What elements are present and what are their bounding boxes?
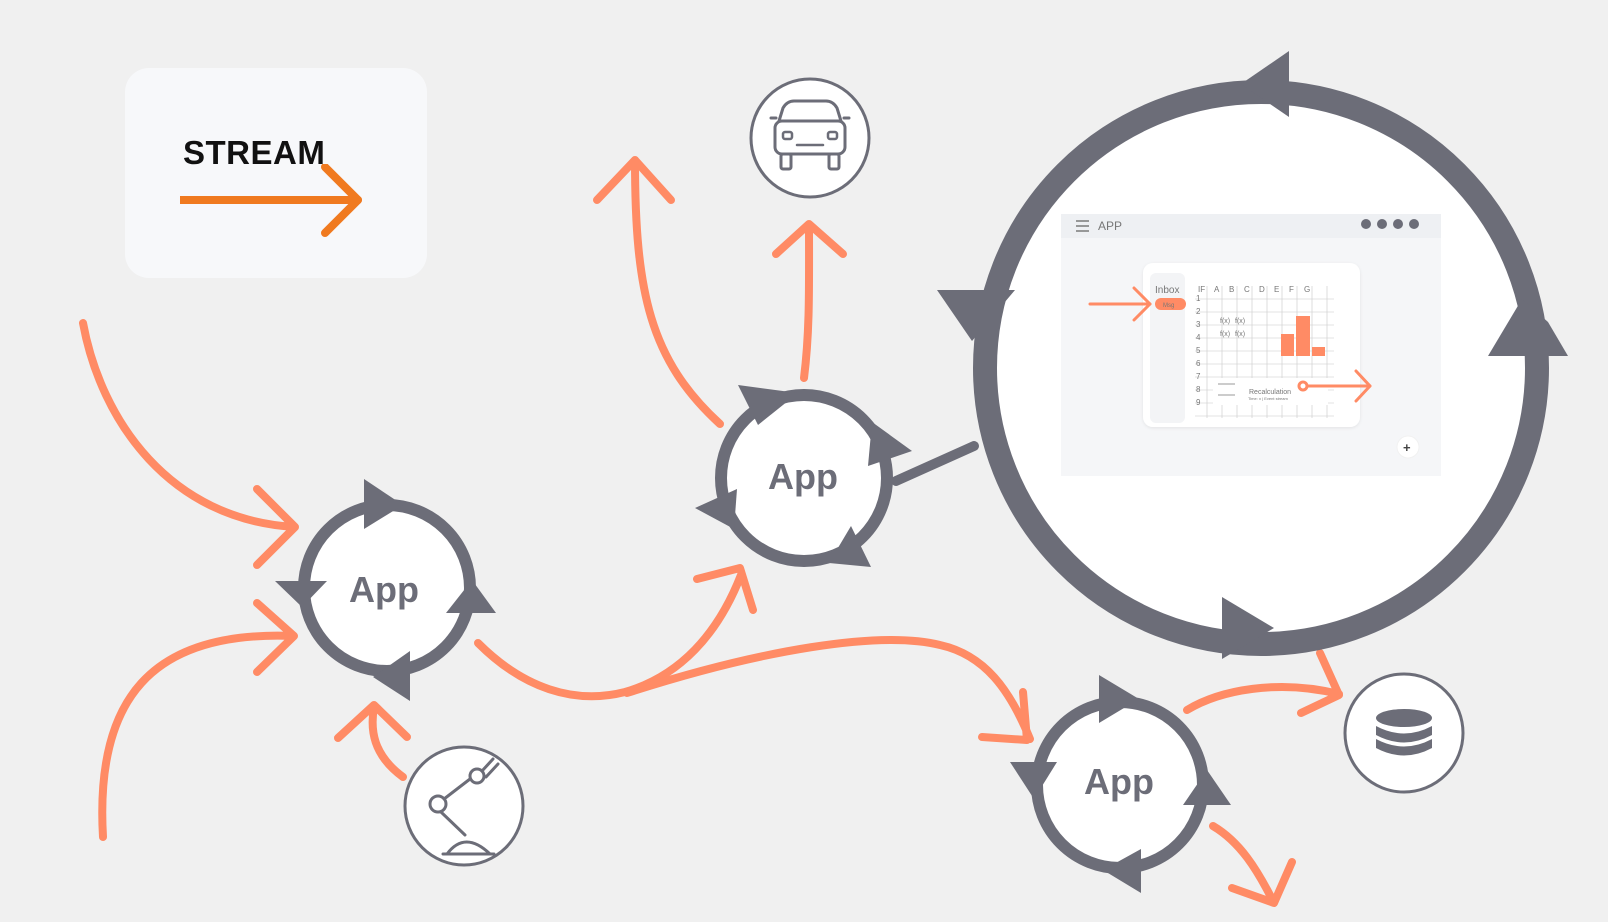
app-node-bottom: App [1010,675,1231,893]
column-header-c: C [1244,285,1250,294]
row-number-3: 3 [1196,320,1201,329]
app-node-middle: App [695,385,912,567]
app-node-left-label: App [349,569,419,610]
connection-line [891,441,979,486]
mini-app-window: APP Inbox Msg [1061,214,1441,476]
column-header-if: IF [1198,285,1205,294]
stream-arrow-to-database [1183,649,1343,717]
car-icon [749,77,871,199]
formula-cell-b4: f(x) [1235,331,1245,338]
robot-arm-icon [403,745,525,867]
column-header-e: E [1274,285,1279,294]
stream-arrow-to-bottom-app [623,636,1034,744]
legend-arrow-icon [180,164,362,237]
mini-app-title: APP [1098,219,1122,233]
stream-arrow-up-car [772,220,847,382]
legend-title: STREAM [183,134,326,171]
column-header-g: G [1304,285,1310,294]
stream-arrow-in-bottom [98,599,298,841]
legend-card: STREAM [125,68,427,278]
row-number-8: 8 [1196,385,1201,394]
formula-cell-a4: f(x) [1220,331,1230,338]
stream-arrow-out-bottom [1209,822,1296,907]
row-number-1: 1 [1196,294,1201,303]
formula-cell-b3: f(x) [1235,318,1245,325]
stream-arrow-up-left [593,156,724,428]
row-number-6: 6 [1196,359,1201,368]
mini-stream-right [1297,369,1372,403]
stream-arrow-robot [334,701,411,781]
column-header-f: F [1289,285,1294,294]
row-number-7: 7 [1196,372,1201,381]
row-number-2: 2 [1196,307,1201,316]
column-header-b: B [1229,285,1234,294]
stream-arrow-to-middle [474,564,757,701]
column-header-a: A [1214,285,1220,294]
mini-inbox-label: Inbox [1155,285,1179,296]
column-header-d: D [1259,285,1265,294]
recalculation-title: Recalculation [1249,389,1291,396]
recalculation-popup: Recalculation Time: x | Event stream [1213,378,1328,405]
row-number-5: 5 [1196,346,1201,355]
mini-msg-label: Msg [1163,303,1174,309]
mini-app-controls-icons [1361,219,1419,229]
formula-cell-a3: f(x) [1220,318,1230,325]
database-icon [1343,672,1465,794]
app-node-middle-label: App [768,456,838,497]
app-node-bottom-label: App [1084,761,1154,802]
mini-add-button: + [1403,440,1411,455]
row-number-4: 4 [1196,333,1201,342]
row-number-9: 9 [1196,398,1201,407]
app-node-left: App [275,479,496,701]
mini-bar-chart [1281,316,1325,356]
recalculation-subtitle: Time: x | Event stream [1248,396,1288,401]
stream-arrow-in-top [79,319,299,569]
mini-stream-left [1088,286,1152,322]
